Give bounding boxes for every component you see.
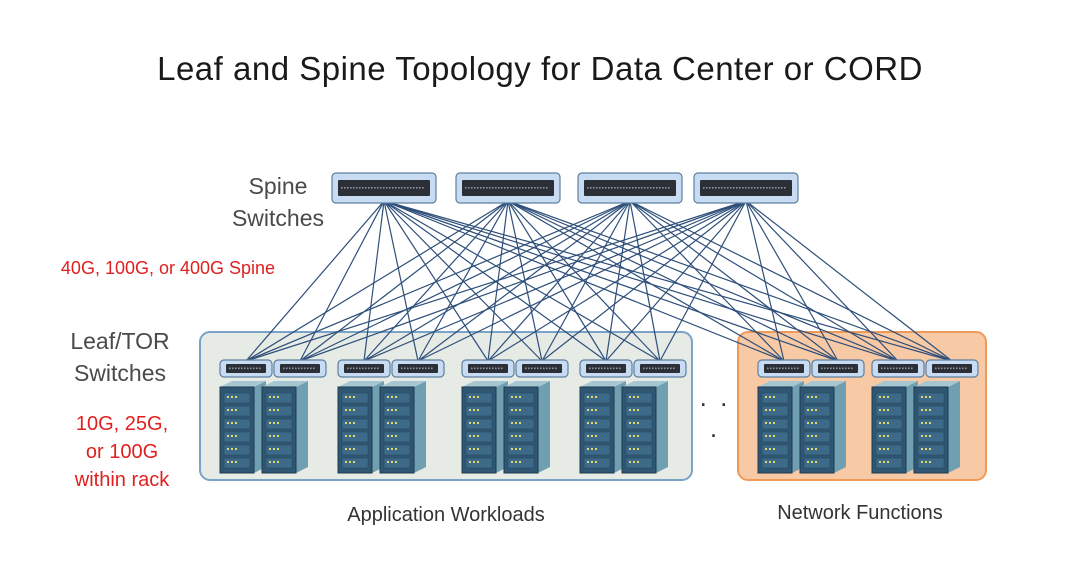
spine-leaf-link bbox=[605, 200, 747, 362]
server-rack-icon bbox=[261, 381, 308, 474]
leaf-switch-icon bbox=[757, 359, 811, 378]
spine-leaf-link bbox=[245, 200, 385, 362]
leaf-switch-icon bbox=[337, 359, 391, 378]
spine-leaf-link bbox=[745, 200, 785, 362]
leaf-switch-icon bbox=[925, 359, 979, 378]
leaf-label-line2: Switches bbox=[73, 360, 167, 386]
spine-leaf-link bbox=[417, 200, 747, 362]
spine-leaf-link bbox=[507, 200, 953, 362]
leaf-switch-icon bbox=[579, 359, 633, 378]
leaf-label-line1: Leaf/TOR bbox=[70, 328, 170, 354]
spine-switch-icon bbox=[331, 172, 437, 204]
spine-leaf-link bbox=[299, 200, 385, 362]
spine-leaf-link bbox=[541, 200, 631, 362]
leaf-switch-icon bbox=[461, 359, 515, 378]
spine-leaf-link bbox=[487, 200, 747, 362]
spine-leaf-link bbox=[245, 200, 509, 362]
spine-leaf-link bbox=[659, 200, 747, 362]
rack-speed-label: 10G, 25G, or 100G within rack bbox=[52, 410, 192, 494]
more-racks-ellipsis: . . . bbox=[699, 382, 731, 443]
spine-leaf-link bbox=[745, 200, 899, 362]
spine-switch-icon bbox=[577, 172, 683, 204]
spine-leaf-link bbox=[299, 200, 631, 362]
spine-speed-label: 40G, 100G, or 400G Spine bbox=[60, 258, 276, 278]
spine-leaf-link bbox=[383, 200, 899, 362]
spine-leaf-link bbox=[245, 200, 631, 362]
spine-leaf-link bbox=[417, 200, 509, 362]
spine-leaf-link bbox=[507, 200, 839, 362]
server-rack-icon bbox=[621, 381, 668, 474]
spine-leaf-link bbox=[541, 200, 747, 362]
server-rack-icon bbox=[337, 381, 384, 474]
spine-leaf-link bbox=[745, 200, 953, 362]
server-rack-icon bbox=[579, 381, 626, 474]
spine-leaf-link bbox=[363, 200, 509, 362]
spine-leaf-link bbox=[383, 200, 953, 362]
server-rack-icon bbox=[871, 381, 918, 474]
spine-leaf-link bbox=[363, 200, 385, 362]
spine-leaf-link bbox=[507, 200, 607, 362]
server-rack-icon bbox=[913, 381, 960, 474]
leaf-switches-label: Leaf/TOR Switches bbox=[52, 325, 188, 389]
leaf-switch-icon bbox=[219, 359, 273, 378]
leaf-switch-icon bbox=[515, 359, 569, 378]
server-rack-icon bbox=[219, 381, 266, 474]
server-rack-icon bbox=[799, 381, 846, 474]
rack-speed-line2: or 100G bbox=[85, 441, 159, 463]
spine-leaf-link bbox=[363, 200, 747, 362]
spine-label-line1: Spine bbox=[248, 173, 308, 199]
spine-leaf-link bbox=[629, 200, 785, 362]
diagram-title: Leaf and Spine Topology for Data Center … bbox=[157, 50, 923, 87]
application-workloads-label: Application Workloads bbox=[347, 504, 545, 526]
spine-switch-icon bbox=[455, 172, 561, 204]
network-functions-label: Network Functions bbox=[777, 502, 943, 524]
spine-leaf-link bbox=[299, 200, 747, 362]
spine-leaf-link bbox=[745, 200, 839, 362]
leaf-switch-icon bbox=[811, 359, 865, 378]
spine-leaf-link bbox=[507, 200, 543, 362]
spine-switches-label: Spine Switches bbox=[210, 170, 346, 234]
spine-leaf-link bbox=[507, 200, 661, 362]
server-rack-icon bbox=[757, 381, 804, 474]
leaf-switch-icon bbox=[273, 359, 327, 378]
spine-switch-icon bbox=[693, 172, 799, 204]
spine-leaf-link bbox=[245, 200, 747, 362]
spine-leaf-link bbox=[487, 200, 631, 362]
leaf-switch-icon bbox=[633, 359, 687, 378]
spine-leaf-link bbox=[383, 200, 839, 362]
spine-label-line2: Switches bbox=[231, 205, 325, 231]
server-rack-icon bbox=[379, 381, 426, 474]
spine-leaf-link bbox=[629, 200, 839, 362]
leaf-switch-icon bbox=[391, 359, 445, 378]
server-rack-icon bbox=[461, 381, 508, 474]
server-rack-icon bbox=[503, 381, 550, 474]
spine-leaf-link bbox=[629, 200, 899, 362]
spine-leaf-link bbox=[299, 200, 509, 362]
spine-leaf-link bbox=[629, 200, 661, 362]
spine-leaf-link bbox=[507, 200, 785, 362]
rack-speed-line1: 10G, 25G, bbox=[75, 413, 169, 435]
rack-speed-line3: within rack bbox=[74, 469, 170, 491]
leaf-switch-icon bbox=[871, 359, 925, 378]
spine-leaf-link bbox=[383, 200, 419, 362]
